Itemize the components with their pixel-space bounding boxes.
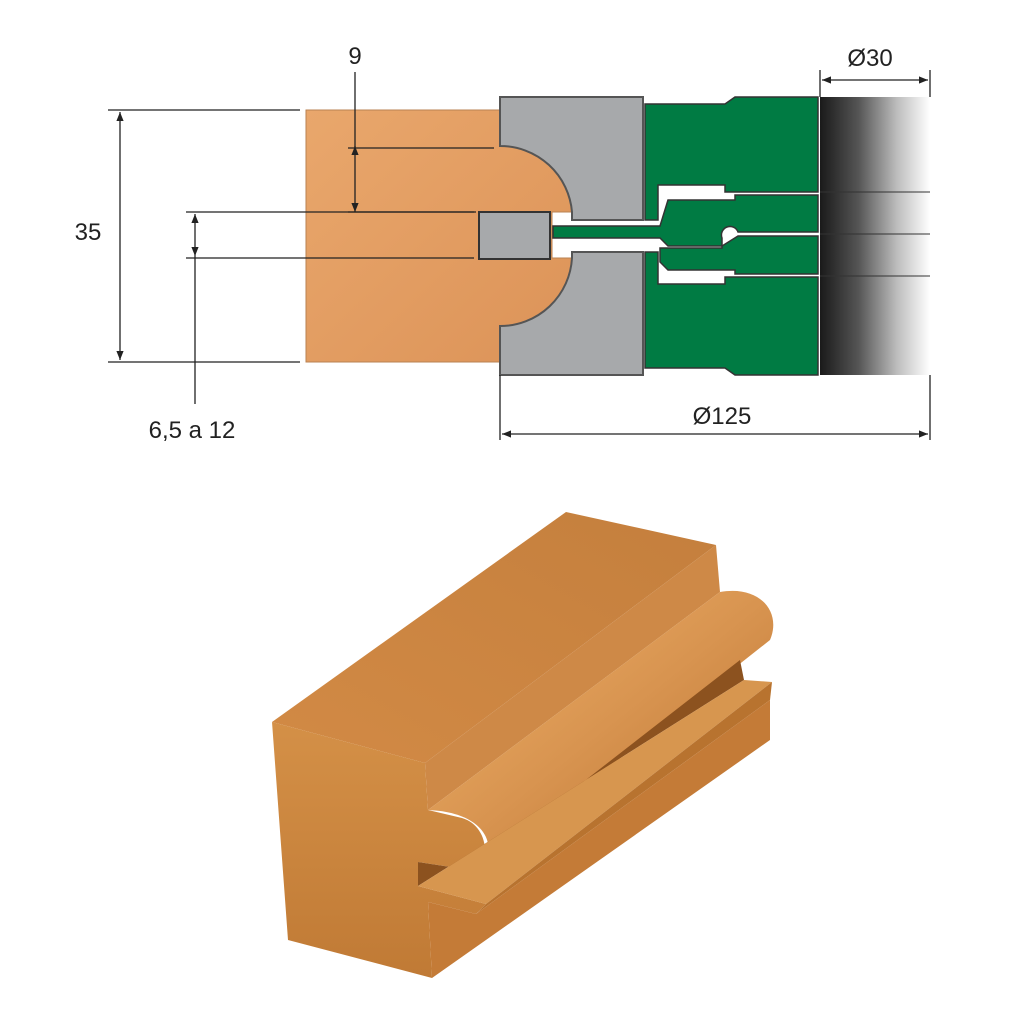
cutter-gray-spacer <box>478 211 551 260</box>
moulding-3d-illustration <box>272 512 774 978</box>
cutter-gray-upper <box>499 96 644 221</box>
dim-label-bore: Ø30 <box>847 45 892 72</box>
moulding-lower-lip <box>418 680 772 904</box>
moulding-shoulder-face <box>425 545 720 810</box>
profile-section <box>305 96 930 376</box>
moulding-bead-face <box>428 590 774 866</box>
moulding-end-face <box>272 722 486 978</box>
cutter-green-middle <box>552 194 819 247</box>
dim-label-9: 9 <box>348 43 361 70</box>
dim-label-outer-diameter: Ø125 <box>693 403 752 430</box>
cutter-green-upper <box>644 96 819 221</box>
moulding-lower-lip-side <box>476 682 772 914</box>
cutter-green-lower <box>644 251 819 376</box>
moulding-back-face <box>428 700 770 978</box>
dim-label-35: 35 <box>75 219 102 246</box>
dimension-lines <box>108 70 931 440</box>
arbor-shaft <box>820 97 930 375</box>
dim-label-groove-range: 6,5 a 12 <box>149 417 236 444</box>
cutter-gray-lower <box>499 251 644 376</box>
dimension-labels: 9 35 6,5 a 12 Ø30 Ø125 <box>75 43 893 444</box>
cutter-green-middle-lower <box>659 235 819 275</box>
moulding-top-face <box>272 512 716 763</box>
moulding-groove <box>418 660 744 886</box>
